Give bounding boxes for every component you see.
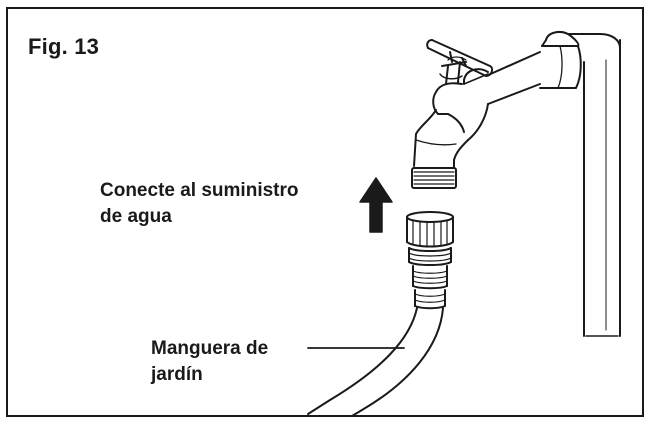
pipe-collar — [539, 31, 621, 89]
garden-hose-label-line1: Manguera de — [151, 338, 269, 359]
garden-hose-label: Manguera de jardín — [151, 336, 268, 388]
faucet-body — [413, 68, 489, 169]
water-supply-label: Conecte al suministro de agua — [100, 178, 299, 230]
up-arrow-icon — [359, 177, 393, 233]
water-supply-label-line2: de agua — [100, 206, 172, 227]
garden-hose — [307, 307, 444, 417]
faucet-thread — [411, 167, 457, 189]
figure-title: Fig. 13 — [28, 34, 100, 59]
standpipe — [583, 39, 621, 337]
faucet-arm — [485, 51, 541, 105]
water-supply-label-line1: Conecte al suministro — [100, 180, 299, 201]
faucet-handle — [426, 39, 494, 85]
garden-hose-label-line2: jardín — [151, 364, 203, 385]
hose-coupling — [406, 211, 454, 310]
